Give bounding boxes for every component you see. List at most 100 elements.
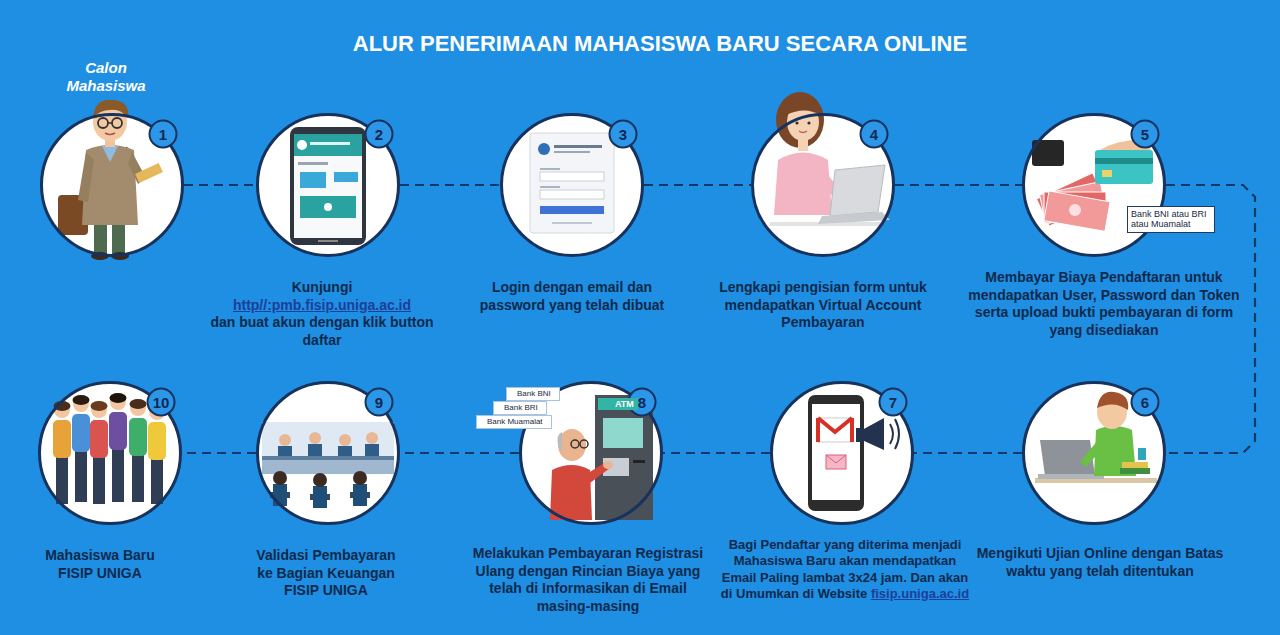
phone-screenshot [334,172,358,182]
online-exam-picture [1138,448,1146,460]
new-students-picture [91,401,108,411]
new-students-picture [148,422,166,460]
bank-counter-picture [262,422,394,508]
bank-counter-picture [308,444,322,458]
online-exam-picture [1097,392,1128,410]
woman-laptop [776,92,824,148]
atm-picture [603,458,629,476]
badge-circle [880,389,907,416]
payment-picture [1102,170,1112,177]
step-number-badge: 2 [364,119,394,149]
email-picture [856,428,864,442]
step-circle: Mengikuti Ujian Online dengan Batas wakt… [1022,381,1166,525]
dashed-connector [400,184,500,186]
atm-picture [558,429,586,461]
bank-counter-picture [262,422,394,462]
circle-border [42,115,183,256]
online-exam-picture [1122,462,1148,468]
new-students-picture [109,412,127,450]
step-caption: Login dengan email dan password yang tel… [465,279,680,314]
phone-screenshot [294,134,362,238]
login-screenshot [552,222,592,224]
login-screenshot [540,190,604,199]
step-circle: Bagi Pendaftar yang diterima menjadi Mah… [770,381,914,525]
phone-screenshot [300,172,326,188]
email-picture [850,418,854,442]
step-number-badge: 10 [146,387,176,417]
step-caption: Calon Mahasiswa [46,59,166,95]
step-number-badge: 9 [364,387,394,417]
student-figure [98,118,108,128]
callout-number: 3 [619,127,627,142]
step-caption: Mengikuti Ujian Online dengan Batas wakt… [975,545,1225,580]
circle-ground [1023,114,1165,256]
login-screenshot [538,143,550,155]
atm-sign: ATM [611,398,638,410]
step-number-badge: 4 [859,119,889,149]
payment-picture [1044,191,1110,231]
circle-border [772,383,913,524]
phone-screenshot [290,127,366,245]
step-text: Melakukan Pembayaran Registrasi Ulang de… [473,545,703,614]
new-students-picture [73,396,89,412]
badge-circle [366,389,393,416]
step-text: dan buat akun dengan klik button daftar [207,314,437,349]
diagram-title: ALUR PENERIMAAN MAHASISWA BARU SECARA ON… [0,31,1280,57]
new-students-picture [75,450,87,502]
step-text: Membayar Biaya Pendaftaran untuk mendapa… [968,269,1239,338]
new-students-picture [151,458,163,504]
bank-tag: Bank Muamalat [476,415,552,429]
badge-circle [861,121,888,148]
payment-picture [1069,204,1081,216]
woman-laptop [770,92,890,226]
step-number-badge: 1 [148,119,178,149]
atm-picture [558,432,563,452]
callout-number: 7 [889,395,897,410]
dashed-connector [914,452,1022,454]
dashed-connector [182,452,256,454]
email-picture [816,418,820,442]
atm-picture [603,418,643,448]
step-number-badge: 7 [878,387,908,417]
bank-note-box: Bank BNI atau BRI atau Muamalat [1127,206,1215,233]
step-caption: Bagi Pendaftar yang diterima menjadi Mah… [717,537,973,602]
circle-border [502,115,643,256]
new-students-picture [53,420,71,458]
new-students-picture [132,454,144,502]
student-figure [94,222,107,256]
step-circle: Lengkapi pengisian form untuk mendapatka… [751,113,895,257]
step-caption: Mahasiswa Baru FISIP UNIGA [35,547,165,582]
bank-counter-picture [273,471,287,485]
circle-ground [257,114,399,256]
new-students-picture [91,402,107,418]
student-figure [112,222,125,256]
new-students-picture [73,395,90,405]
atm-picture [571,440,579,448]
step-caption: Melakukan Pembayaran Registrasi Ulang de… [470,545,706,615]
bank-counter-picture [366,432,378,444]
callout-number: 10 [153,395,170,410]
email-picture [826,455,846,469]
login-screenshot [540,168,560,170]
atm-picture [603,461,613,469]
atm-picture [633,460,645,463]
phone-screenshot [290,127,366,245]
email-picture [808,395,864,511]
bank-counter-picture [279,434,291,446]
circle-border [753,115,894,256]
bank-counter-picture [365,444,379,458]
step-text: Validasi Pembayaran ke Bagian Keuangan F… [256,547,395,598]
login-screenshot [540,206,604,214]
step-circle: Validasi Pembayaran ke Bagian Keuangan F… [256,381,400,525]
payment-picture [1095,158,1153,164]
new-students-picture [110,394,126,410]
woman-laptop [799,131,807,133]
dashed-connector [663,452,770,454]
dashed-connector [644,184,751,186]
login-screenshot [554,145,602,148]
circle-ground [501,114,643,256]
bank-counter-picture [353,484,367,506]
email-picture [862,418,884,450]
